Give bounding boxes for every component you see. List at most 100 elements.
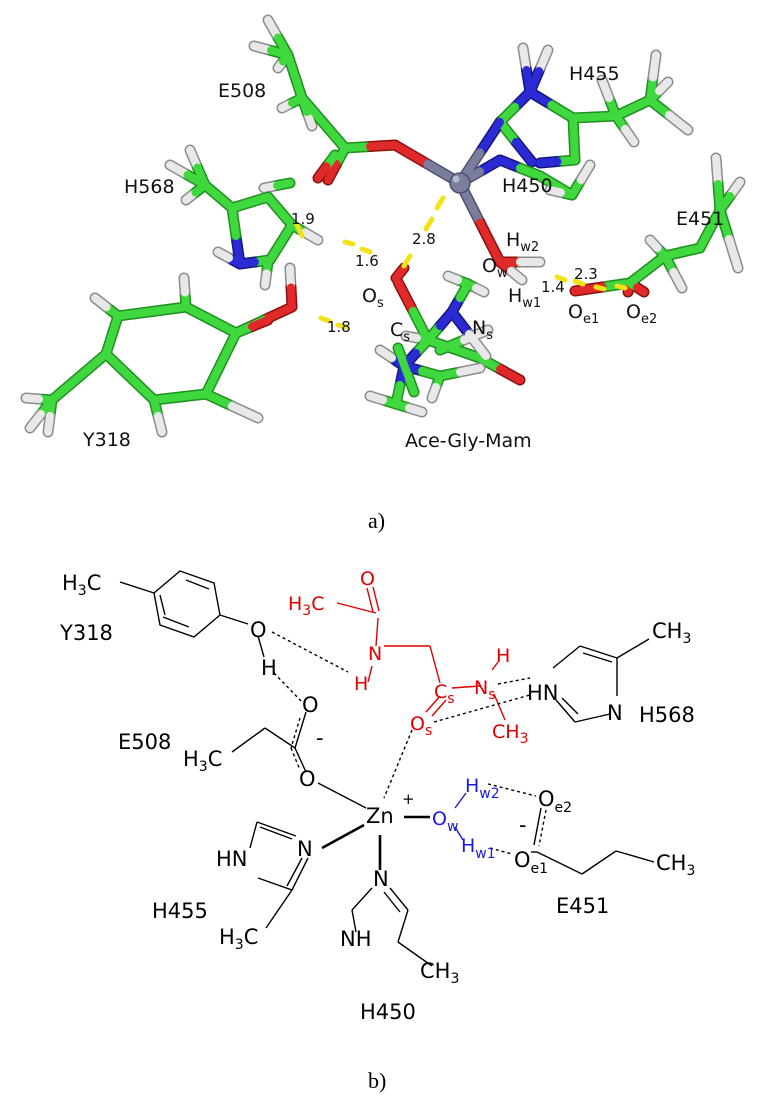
glycine-hydrogen-label: H — [354, 673, 368, 695]
substrate-skeleton — [336, 586, 506, 721]
hw2-label: Hw2 — [465, 775, 500, 802]
e508-zn-bond — [317, 782, 367, 809]
bond-75-1 — [392, 269, 404, 282]
water-labels: Ow Hw2 Hw1 — [432, 775, 500, 862]
h568-methyl-label: CH3 — [652, 619, 691, 647]
residue-label-e451: E451 — [556, 894, 609, 918]
glycine-nitrogen-label: N — [368, 643, 382, 665]
hbond-ns-h568 — [497, 677, 531, 685]
bond-45-1 — [512, 138, 536, 166]
bond-55-0 — [476, 118, 504, 157]
hbond-dashes — [294, 195, 628, 330]
oe1-label: Oe1 — [514, 848, 548, 877]
atom-oe2-label: Oe2 — [626, 301, 657, 327]
h568-nitrogen-label: N — [607, 701, 623, 725]
e451-charge-label: - — [519, 813, 527, 837]
label-h568: H568 — [124, 176, 175, 198]
bond-35-1 — [154, 412, 166, 436]
h450-nh-label: NH — [340, 927, 372, 951]
bond-60-1 — [546, 186, 565, 197]
bond-79-1 — [496, 365, 524, 384]
h450-methyl-label: CH3 — [420, 959, 459, 987]
bond-72-1 — [476, 218, 504, 266]
zinc-highlight — [452, 175, 460, 183]
bond-52-1 — [655, 78, 672, 95]
y318-oh-bond — [257, 635, 265, 658]
y318-ring — [119, 570, 249, 638]
hbond-hw1-oe1 — [489, 847, 513, 855]
atom-os-label: Os — [362, 285, 384, 311]
h455-nitrogen-label: N — [297, 837, 313, 861]
bond-9-0 — [341, 142, 374, 152]
bond-66-1 — [646, 236, 662, 252]
distance-hw2-label: 2.3 — [574, 265, 598, 283]
bond-44-0 — [526, 88, 556, 109]
bond-40-1 — [248, 316, 272, 331]
bond-33-1 — [26, 410, 45, 432]
bond-94-1 — [460, 326, 492, 344]
h455-ring — [249, 821, 309, 929]
bond-8-1 — [314, 162, 331, 182]
h568-nh-label: HN — [527, 681, 559, 705]
label-h455: H455 — [569, 63, 620, 85]
bond-74-1 — [507, 267, 526, 284]
bond-22-0 — [232, 232, 244, 268]
h455-nh-label: HN — [216, 847, 248, 871]
bond-71-1 — [633, 283, 648, 296]
label-h450: H450 — [502, 175, 553, 197]
bond-9-1 — [366, 141, 399, 151]
distance-os-h568-label: 1.6 — [355, 252, 379, 270]
h455-methyl-label: H3C — [219, 925, 258, 953]
h450-ring — [351, 887, 433, 967]
hbond-y318-gly — [271, 631, 349, 673]
bond-37-0 — [202, 359, 225, 398]
bond-36-0 — [150, 393, 184, 404]
atom-hw2-label: Hw2 — [506, 229, 539, 255]
bond-21-1 — [214, 248, 233, 262]
caption-b: b) — [368, 1068, 386, 1093]
caption-a: a) — [368, 508, 385, 533]
bond-27-1 — [114, 307, 156, 320]
y318-hydrogen-label: H — [261, 656, 277, 680]
e451-methyl-label: CH3 — [656, 851, 695, 879]
bond-91-1 — [366, 392, 387, 404]
panel-b — [119, 570, 655, 967]
atom-cs-label: Cs — [390, 319, 410, 345]
bond-83-1 — [444, 272, 462, 284]
zn-h455-bond — [321, 823, 365, 850]
panel-a: E508 H455 H450 H568 E451 Y318 Ace-Gly-Ma… — [20, 14, 746, 533]
bond-76-1 — [409, 307, 432, 344]
bond-6-1 — [319, 119, 349, 152]
bond-64-1 — [725, 235, 742, 272]
hbond-os-h568 — [433, 694, 531, 723]
y318-oxygen-label: O — [250, 618, 267, 642]
ns-methyl-label: CH3 — [492, 721, 528, 747]
zn-os-interaction — [383, 729, 413, 799]
oe2-label: Oe2 — [538, 787, 572, 816]
bond-47-1 — [536, 157, 562, 167]
bond-16-1 — [273, 179, 294, 190]
substrate-labels: O H3C N H Cs Ns H Os CH3 — [288, 568, 528, 747]
bond-45-0 — [496, 118, 520, 146]
bond-92-1 — [405, 404, 426, 416]
bond-23-1 — [261, 269, 271, 289]
cs-label: Cs — [434, 681, 455, 707]
zinc-charge-label: + — [402, 790, 415, 808]
e508-oxygen-bottom-label: O — [299, 767, 316, 791]
e508-carboxylate — [231, 711, 307, 773]
zinc-label: Zn — [366, 804, 394, 828]
label-e508: E508 — [218, 80, 266, 102]
bond-67-1 — [669, 268, 686, 292]
bond-61-0 — [712, 154, 722, 188]
bond-7-1 — [324, 160, 341, 184]
residue-label-y318: Y318 — [59, 621, 113, 645]
distance-hw1-label: 1.4 — [541, 278, 565, 296]
h450-nitrogen-label: N — [373, 867, 389, 891]
bond-39-1 — [180, 274, 189, 297]
ns-label: Ns — [474, 677, 496, 703]
water-bonds — [454, 792, 467, 841]
bond-64-0 — [716, 206, 733, 243]
bond-30-1 — [48, 373, 83, 404]
os-label: Os — [410, 713, 432, 739]
